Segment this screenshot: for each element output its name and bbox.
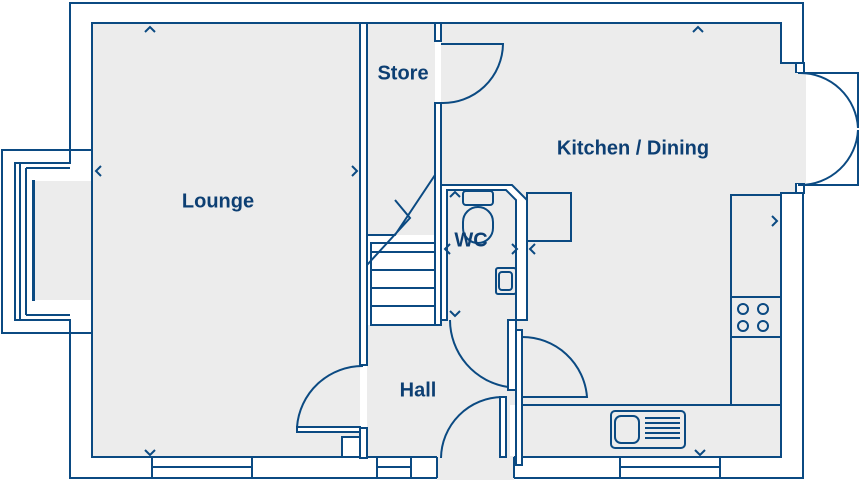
room-label-hall: Hall <box>399 379 437 402</box>
windows <box>151 456 721 479</box>
sink-icon <box>610 410 686 449</box>
room-label-kitchen: Kitchen / Dining <box>556 137 710 160</box>
room-label-lounge: Lounge <box>181 190 255 213</box>
kitchen-units <box>522 192 782 449</box>
room-label-wc: WC <box>454 229 488 252</box>
doors <box>296 43 589 459</box>
chevron-markers <box>94 25 779 457</box>
room-label-store: Store <box>377 62 429 85</box>
hob-icon <box>737 303 769 332</box>
wc-fixtures <box>462 190 517 295</box>
bay-window <box>1 149 71 334</box>
stairs <box>366 174 436 326</box>
interior-walls <box>296 22 528 466</box>
